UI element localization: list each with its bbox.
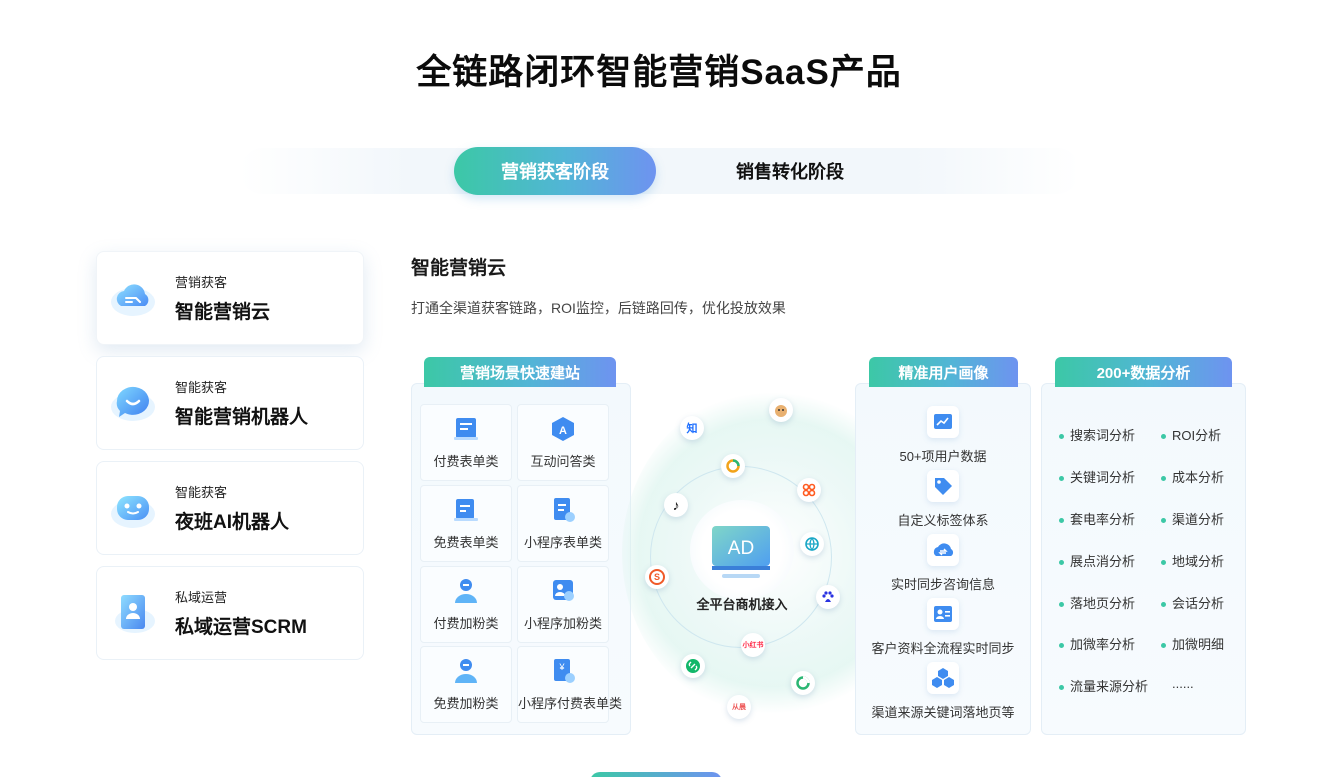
- zhihu-icon: 知: [680, 416, 704, 440]
- robot-icon: [107, 482, 159, 534]
- tile-label: 小程序付费表单类: [518, 696, 623, 711]
- mini-user-icon: [549, 577, 577, 605]
- mini-pay-form-icon: ¥: [549, 657, 577, 685]
- cloud-icon: [107, 272, 159, 324]
- analytics-item: ......: [1172, 676, 1194, 691]
- xiaohongshu-icon: 小红书: [741, 633, 765, 657]
- persona-label: 客户资料全流程实时同步: [871, 641, 1015, 656]
- product-card-marketing-robot[interactable]: 智能获客 智能营销机器人: [96, 356, 364, 450]
- analytics-panel: [1041, 383, 1246, 735]
- analytics-item: 展点消分析: [1059, 551, 1135, 570]
- tile-free-form[interactable]: 免费表单类: [420, 485, 512, 562]
- form-list-icon: [452, 496, 480, 524]
- analytics-item: 渠道分析: [1161, 509, 1224, 528]
- svg-text:¥: ¥: [558, 662, 565, 672]
- tile-paid-follower[interactable]: 付费加粉类: [420, 566, 512, 643]
- analytics-item: 成本分析: [1161, 467, 1224, 486]
- ring-logo-icon: [721, 454, 745, 478]
- tag-icon: [927, 470, 959, 502]
- 360-icon: [791, 671, 815, 695]
- bottom-cta-button[interactable]: [590, 772, 722, 777]
- page-title: 全链路闭环智能营销SaaS产品: [416, 53, 902, 92]
- svg-text:AD: AD: [728, 538, 754, 559]
- analytics-item: 套电率分析: [1059, 509, 1135, 528]
- user-plus-icon: [452, 657, 480, 685]
- persona-label: 渠道来源关键词落地页等: [871, 705, 1015, 720]
- qa-icon: A: [549, 415, 577, 443]
- analytics-item: 加微率分析: [1059, 634, 1135, 653]
- analytics-item: 落地页分析: [1059, 593, 1135, 612]
- user-add-icon: [452, 577, 480, 605]
- analytics-header: 200+数据分析: [1055, 357, 1232, 387]
- tile-mini-program-form[interactable]: 小程序表单类: [517, 485, 609, 562]
- product-category: 智能获客: [175, 485, 228, 500]
- product-name: 夜班AI机器人: [175, 512, 290, 533]
- tile-interactive-qa[interactable]: A 互动问答类: [517, 404, 609, 481]
- contact-card-icon: [107, 587, 159, 639]
- product-card-night-ai-robot[interactable]: 智能获客 夜班AI机器人: [96, 461, 364, 555]
- product-category: 营销获客: [175, 275, 228, 290]
- tile-mini-program-follower[interactable]: 小程序加粉类: [517, 566, 609, 643]
- tab-sales-conversion[interactable]: 销售转化阶段: [736, 162, 844, 182]
- analytics-item: 地域分析: [1161, 551, 1224, 570]
- analytics-item: 加微明细: [1161, 634, 1224, 653]
- tab-marketing-acquisition[interactable]: 营销获客阶段: [454, 147, 656, 195]
- weibo-like-icon: [797, 478, 821, 502]
- hub-label: 全平台商机接入: [696, 597, 788, 612]
- tile-paid-form[interactable]: 付费表单类: [420, 404, 512, 481]
- profile-card-icon: [927, 598, 959, 630]
- product-category: 私域运营: [175, 590, 228, 605]
- douyin-icon: ♪: [664, 493, 688, 517]
- product-card-private-scrm[interactable]: 私域运营 私域运营SCRM: [96, 566, 364, 660]
- tile-label: 付费加粉类: [433, 616, 499, 631]
- product-name: 私域运营SCRM: [175, 617, 307, 638]
- analytics-item: 关键词分析: [1059, 467, 1135, 486]
- tile-label: 免费加粉类: [433, 696, 499, 711]
- detail-title: 智能营销云: [411, 258, 507, 279]
- tile-label: 免费表单类: [433, 535, 499, 550]
- tile-free-follower[interactable]: 免费加粉类: [420, 646, 512, 723]
- persona-item: 客户资料全流程实时同步: [855, 598, 1031, 657]
- tile-label: 小程序表单类: [523, 535, 602, 550]
- form-icon: [452, 415, 480, 443]
- cloud-sync-icon: [927, 534, 959, 566]
- site-builder-header: 营销场景快速建站: [424, 357, 616, 387]
- persona-item: 实时同步咨询信息: [855, 534, 1031, 593]
- chat-bubble-icon: [107, 377, 159, 429]
- persona-header: 精准用户画像: [869, 357, 1018, 387]
- tab-track: [240, 148, 1080, 194]
- analytics-item: 会话分析: [1161, 593, 1224, 612]
- globe-icon: [800, 532, 824, 556]
- data-chart-icon: [927, 406, 959, 438]
- svg-text:A: A: [559, 425, 567, 437]
- analytics-item: 搜索词分析: [1059, 425, 1135, 444]
- tile-label: 小程序加粉类: [523, 616, 602, 631]
- product-name: 智能营销云: [175, 302, 271, 323]
- analytics-item: 流量来源分析: [1059, 676, 1148, 695]
- mini-form-icon: [549, 496, 577, 524]
- analytics-item: ROI分析: [1161, 425, 1221, 444]
- persona-label: 自定义标签体系: [897, 513, 989, 528]
- link-icon: [681, 654, 705, 678]
- tile-label: 付费表单类: [433, 454, 499, 469]
- persona-item: 自定义标签体系: [855, 470, 1031, 529]
- persona-item: 50+项用户数据: [855, 406, 1031, 465]
- detail-description: 打通全渠道获客链路，ROI监控，后链路回传，优化投放效果: [411, 300, 786, 316]
- persona-label: 实时同步咨询信息: [890, 577, 995, 592]
- product-card-smart-marketing-cloud[interactable]: 营销获客 智能营销云: [96, 251, 364, 345]
- product-category: 智能获客: [175, 380, 228, 395]
- mascot-icon: [769, 398, 793, 422]
- product-name: 智能营销机器人: [175, 407, 309, 428]
- cubes-icon: [927, 662, 959, 694]
- sogou-icon: S: [645, 565, 669, 589]
- brand-icon: 从晨: [727, 695, 751, 719]
- hub-center: AD: [690, 500, 794, 600]
- persona-label: 50+项用户数据: [899, 449, 987, 464]
- persona-item: 渠道来源关键词落地页等: [855, 662, 1031, 721]
- tile-label: 互动问答类: [530, 454, 596, 469]
- tile-mini-program-paid-form[interactable]: ¥ 小程序付费表单类: [517, 646, 623, 723]
- ad-monitor-icon: AD: [712, 526, 770, 578]
- baidu-icon: [816, 585, 840, 609]
